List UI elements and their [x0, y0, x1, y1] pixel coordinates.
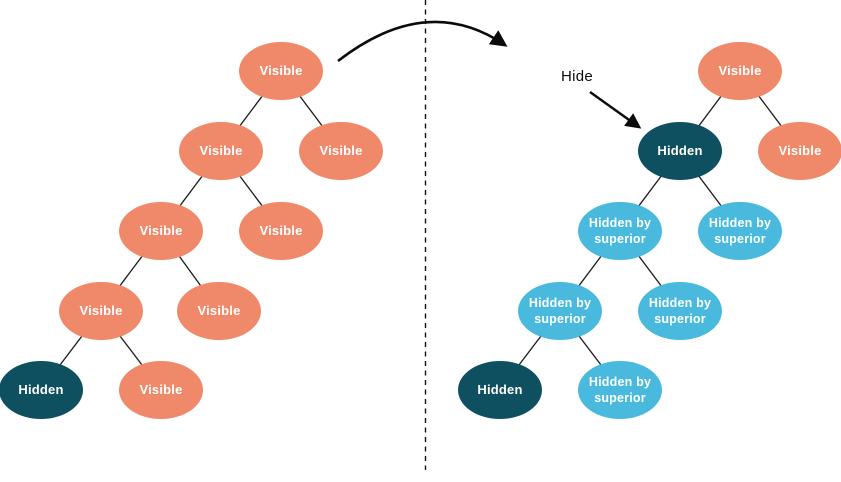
tree-node-hidden-by-superior: Hidden by superior: [578, 361, 662, 419]
node-label: Visible: [79, 302, 123, 318]
node-label: Hidden by superior: [528, 295, 592, 326]
tree-node-visible: Visible: [119, 361, 203, 419]
hide-pointer-arrow: [589, 91, 642, 129]
tree-node-hidden-by-superior: Hidden by superior: [578, 202, 662, 260]
tree-node-hidden-by-superior: Hidden by superior: [638, 282, 722, 340]
node-label: Visible: [319, 142, 363, 158]
tree-node-visible: Visible: [299, 122, 383, 180]
node-label: Visible: [718, 62, 762, 78]
tree-node-visible: Visible: [239, 42, 323, 100]
tree-node-hidden-by-superior: Hidden by superior: [518, 282, 602, 340]
tree-node-hidden-by-superior: Hidden by superior: [698, 202, 782, 260]
node-label: Visible: [139, 381, 183, 397]
tree-node-visible: Visible: [59, 282, 143, 340]
transform-arrow: [337, 20, 508, 63]
tree-node-visible: Visible: [177, 282, 261, 340]
tree-node-visible: Visible: [179, 122, 263, 180]
node-label: Hidden: [18, 381, 64, 397]
node-label: Visible: [199, 142, 243, 158]
node-label: Visible: [778, 142, 822, 158]
node-label: Hidden by superior: [588, 215, 652, 246]
node-label: Hidden by superior: [648, 295, 712, 326]
node-label: Hidden by superior: [588, 374, 652, 405]
node-label: Visible: [197, 302, 241, 318]
tree-node-visible: Visible: [119, 202, 203, 260]
node-label: Visible: [259, 222, 303, 238]
hide-annotation-label: Hide: [561, 68, 594, 85]
tree-node-visible: Visible: [239, 202, 323, 260]
tree-node-hidden: Hidden: [638, 122, 722, 180]
node-label: Hidden by superior: [708, 215, 772, 246]
node-label: Hidden: [657, 142, 703, 158]
tree-node-visible: Visible: [698, 42, 782, 100]
node-label: Hidden: [477, 381, 523, 397]
tree-node-hidden: Hidden: [458, 361, 542, 419]
node-label: Visible: [259, 62, 303, 78]
tree-node-hidden: Hidden: [0, 361, 83, 419]
tree-node-visible: Visible: [758, 122, 841, 180]
node-label: Visible: [139, 222, 183, 238]
